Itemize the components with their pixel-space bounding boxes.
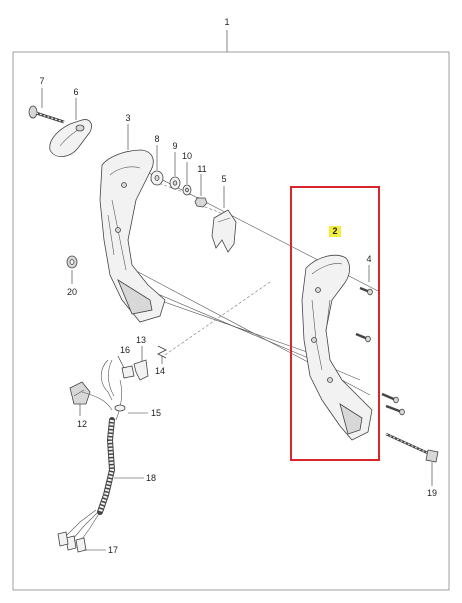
callout-16: 16 (120, 345, 130, 355)
highlight-box-part-2 (290, 186, 380, 461)
part-13-clip (133, 346, 149, 381)
callout-19: 19 (427, 488, 437, 498)
part-7-screw (28, 88, 65, 124)
part-14-pin (156, 345, 168, 364)
part-10-washer (182, 162, 192, 196)
callout-15: 15 (151, 408, 161, 418)
part-17-cable-terminals (57, 509, 106, 553)
callout-7: 7 (39, 76, 44, 86)
callout-4: 4 (366, 254, 371, 264)
callout-6: 6 (73, 87, 78, 97)
callout-1: 1 (224, 17, 229, 27)
part-8-washer (150, 145, 164, 186)
part-5-throttle-lock (211, 186, 237, 253)
callout-labels: 1 2 3 4 5 6 7 8 9 10 11 12 13 14 15 16 1… (39, 17, 437, 555)
part-9-washer (169, 152, 181, 190)
callout-13: 13 (136, 335, 146, 345)
callout-8: 8 (154, 134, 159, 144)
callout-highlight-2 (329, 226, 341, 237)
callout-12: 12 (77, 419, 87, 429)
callout-5: 5 (221, 174, 226, 184)
callout-11: 11 (197, 164, 206, 174)
assembly-frame (12, 51, 450, 591)
part-16-connector (117, 355, 135, 379)
callout-20: 20 (67, 287, 77, 297)
part-6-trigger (49, 98, 92, 157)
part-3-handle-housing (99, 124, 166, 323)
callout-3: 3 (125, 113, 130, 123)
callout-18: 18 (146, 473, 156, 483)
part-18-cable-sleeve (97, 417, 144, 515)
part-2-handle-housing (301, 254, 373, 441)
part-4-screws (355, 265, 405, 416)
part-11-nut (194, 174, 208, 208)
callout-9: 9 (172, 141, 177, 151)
callout-2: 2 (332, 226, 337, 236)
callout-17: 17 (108, 545, 118, 555)
part-15-cable-assembly (81, 359, 148, 421)
part-19-bolt (385, 432, 439, 486)
callout-14: 14 (155, 366, 165, 376)
part-12-stop-switch (69, 381, 91, 416)
callout-10: 10 (182, 151, 192, 161)
part-20-grommet (66, 255, 78, 284)
